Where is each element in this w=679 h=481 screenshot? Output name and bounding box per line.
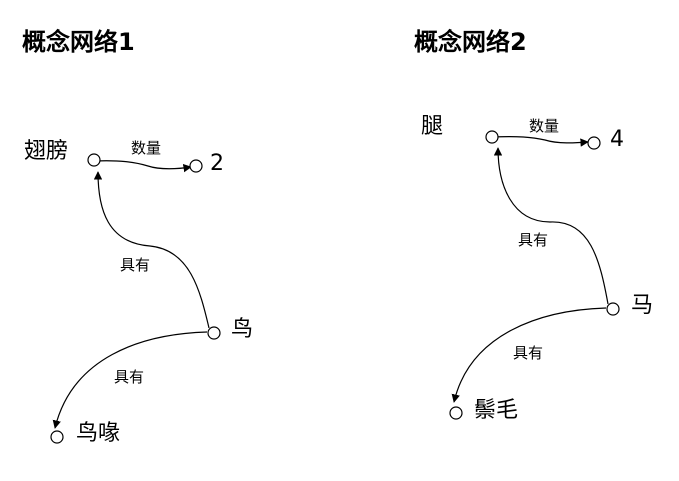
diagram-1: 翅膀 2 鸟 鸟喙 数量 具有 具有: [24, 139, 253, 446]
edge-leg-quantity-four: [491, 136, 589, 147]
node-mane-label: 鬃毛: [474, 398, 518, 423]
node-horse-label: 马: [631, 293, 653, 318]
node-two-label: 2: [210, 151, 224, 176]
node-leg-label: 腿: [421, 114, 443, 139]
node-leg-circle: [485, 130, 499, 144]
diagram-2: 腿 4 马 鬃毛 数量 具有 具有: [421, 114, 653, 423]
node-beak-label: 鸟喙: [76, 421, 120, 446]
node-four-label: 4: [610, 127, 624, 152]
diagram-2-title: 概念网络2: [414, 28, 527, 56]
node-wing-label: 翅膀: [24, 139, 68, 164]
node-beak-circle: [50, 430, 64, 444]
node-mane-circle: [449, 406, 463, 420]
edge-label-quantity: 数量: [131, 139, 161, 157]
edge-bird-has-beak: [52, 331, 208, 429]
edge-wing-quantity-two: [93, 160, 192, 173]
node-two-circle: [189, 159, 203, 173]
diagram-1-title: 概念网络1: [22, 28, 135, 56]
edge-horse-has-leg: [493, 147, 609, 305]
node-horse-circle: [606, 302, 620, 316]
node-bird-label: 鸟: [231, 317, 253, 342]
edge-label-has-lower: 具有: [513, 344, 543, 362]
node-bird-circle: [207, 326, 221, 340]
node-wing-circle: [87, 153, 101, 167]
edge-label-has-upper: 具有: [518, 231, 548, 249]
edge-label-quantity: 数量: [529, 117, 559, 135]
edge-label-has-lower: 具有: [114, 368, 144, 386]
edge-label-has-upper: 具有: [120, 256, 150, 274]
node-four-circle: [587, 136, 601, 150]
edge-horse-has-mane: [451, 307, 607, 403]
edge-bird-has-wing: [93, 171, 210, 329]
